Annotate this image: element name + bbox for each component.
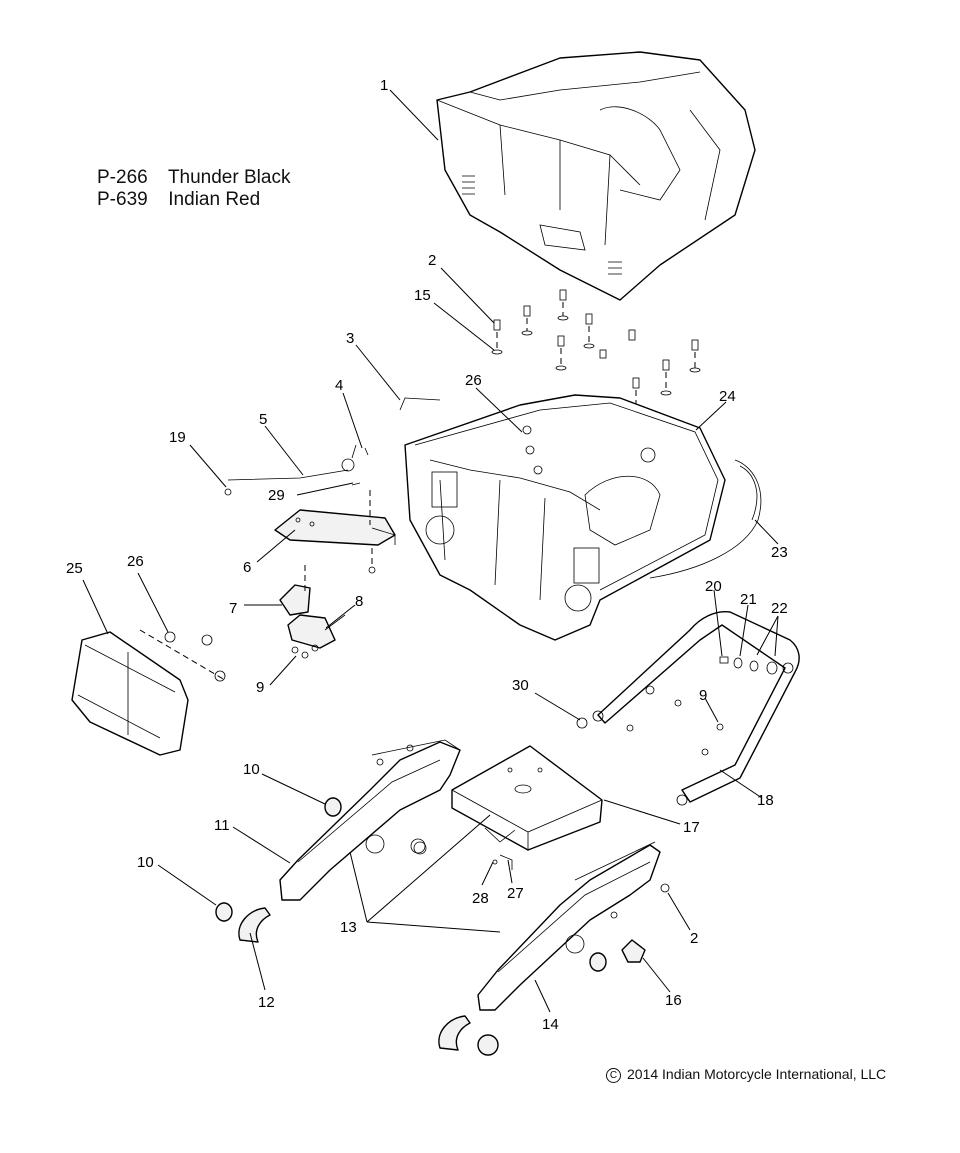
callout: 21	[740, 591, 757, 608]
part-17-plate	[451, 745, 603, 851]
legend-row: P-266 Thunder Black	[97, 167, 290, 189]
leader-lines	[82, 89, 779, 1013]
part-6-bracket	[274, 490, 396, 574]
callout: 24	[719, 388, 736, 405]
part-30-bolts	[576, 685, 709, 756]
callout: 7	[229, 600, 237, 617]
part-18-rail	[592, 611, 800, 806]
callout: 23	[771, 544, 788, 561]
part-25-pad	[71, 631, 189, 756]
callout: 26	[465, 372, 482, 389]
callout: 28	[472, 890, 489, 907]
copyright-icon: C	[606, 1068, 621, 1083]
fastener-cluster-top	[491, 289, 701, 413]
part-11-bracket	[279, 739, 461, 901]
callout: 17	[683, 819, 700, 836]
callout: 1	[380, 77, 388, 94]
legend-color-name: Indian Red	[168, 189, 261, 210]
part-27-28	[484, 827, 516, 870]
copyright-text: 2014 Indian Motorcycle International, LL…	[627, 1066, 887, 1082]
part-7-hinge	[279, 565, 311, 616]
callout: 25	[66, 560, 83, 577]
callout: 19	[169, 429, 186, 446]
callout: 2	[690, 930, 698, 947]
part-10-bushings	[215, 797, 607, 1056]
callout: 16	[665, 992, 682, 1009]
part-16	[413, 841, 646, 963]
callout: 4	[335, 377, 343, 394]
color-legend: P-266 Thunder Black P-639 Indian Red	[97, 167, 290, 211]
part-26-fasteners	[139, 629, 226, 682]
callout: 14	[542, 1016, 559, 1033]
legend-code: P-639	[97, 189, 148, 210]
callout: 5	[259, 411, 267, 428]
callout: 27	[507, 885, 524, 902]
cable-assembly	[224, 444, 369, 496]
callout: 2	[428, 252, 436, 269]
legend-code: P-266	[97, 167, 148, 188]
callout: 8	[355, 593, 363, 610]
callout: 26	[127, 553, 144, 570]
callout: 13	[340, 919, 357, 936]
callout: 9	[256, 679, 264, 696]
callout: 10	[243, 761, 260, 778]
callout: 15	[414, 287, 431, 304]
part-12-clips	[238, 907, 471, 1051]
part-trunk-lid	[436, 51, 756, 301]
part-trunk-base	[404, 394, 726, 641]
copyright-notice: C 2014 Indian Motorcycle International, L…	[606, 1066, 886, 1083]
callout: 11	[214, 817, 230, 834]
callout: 3	[346, 330, 354, 347]
hardware-20-22	[719, 656, 778, 675]
part-9-screws	[291, 644, 724, 731]
callout: 12	[258, 994, 275, 1011]
part-3	[399, 397, 441, 411]
part-8-latch	[287, 614, 346, 649]
callout: 18	[757, 792, 774, 809]
callout: 29	[268, 487, 285, 504]
callout: 9	[699, 687, 707, 704]
legend-row: P-639 Indian Red	[97, 189, 290, 211]
part-seal	[649, 459, 762, 579]
callout: 30	[512, 677, 529, 694]
callout: 10	[137, 854, 154, 871]
callout-labels: 1 2 15 3 26 24 4 5 19 29 23 6 20 21 22 2…	[66, 77, 788, 1033]
legend-color-name: Thunder Black	[167, 167, 291, 188]
callout: 22	[771, 600, 788, 617]
part-14-bracket	[477, 841, 670, 1011]
callout: 20	[705, 578, 722, 595]
callout: 6	[243, 559, 251, 576]
